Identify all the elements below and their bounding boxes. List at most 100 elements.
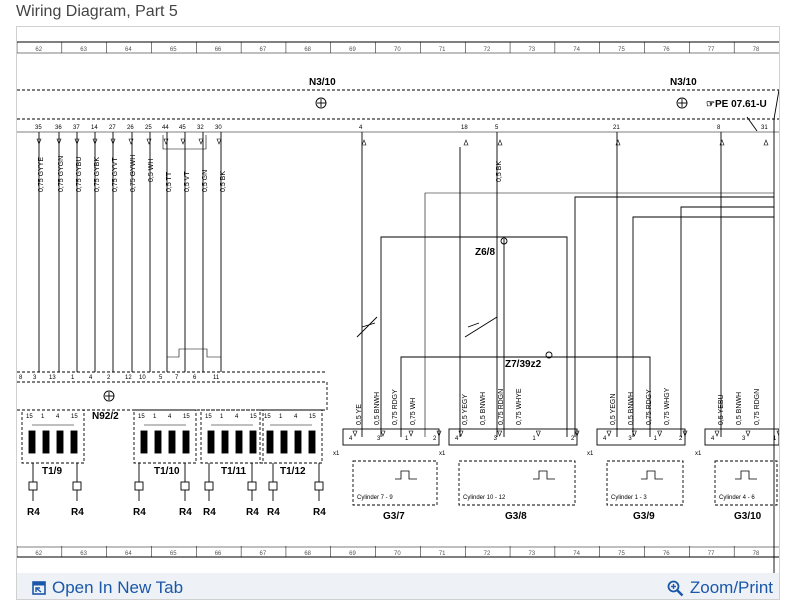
coil-pin-label: 15 xyxy=(71,414,78,420)
pin-arrow-icon xyxy=(216,138,222,145)
spark-plug-label: R4 xyxy=(313,507,326,518)
wire-label: 0,75 GYGN xyxy=(58,156,65,192)
sensor-pin-label: 3 xyxy=(742,436,746,442)
module-pin-label: 21 xyxy=(613,125,620,131)
wire-bundle-left xyxy=(38,132,222,372)
module-pin-label: 4 xyxy=(359,125,363,131)
ruler-number: 75 xyxy=(618,551,625,557)
module-pin-label: 25 xyxy=(145,125,152,131)
ruler-number: 76 xyxy=(663,47,670,53)
n92-pin-label: 2 xyxy=(107,375,111,381)
wire-label: 0,5 VT xyxy=(184,171,191,192)
spark-plug-label: R4 xyxy=(267,507,280,518)
spark-plug-icon xyxy=(204,463,214,501)
wire-label: 0,5 TT xyxy=(166,171,173,192)
sensor-wire-label: 0,75 RDGY xyxy=(646,389,653,425)
ground-symbol-icon xyxy=(676,97,688,109)
sensor-wire-label: 0,5 YEGN xyxy=(610,394,617,425)
module-pin-label: 27 xyxy=(109,125,116,131)
pin-arrow-icon xyxy=(180,138,186,145)
wire-label: 0,5 GN xyxy=(202,170,209,192)
ruler-number: 65 xyxy=(170,551,177,557)
n92-pin-label: 8 xyxy=(19,375,23,381)
ground-symbol-icon xyxy=(315,97,327,109)
ruler-number: 72 xyxy=(484,47,491,53)
ruler-number: 77 xyxy=(708,47,715,53)
coil-pin-label: 4 xyxy=(56,414,60,420)
x1-connector-label: x1 xyxy=(439,451,446,457)
x1-connector-label: x1 xyxy=(695,451,702,457)
ruler-number: 78 xyxy=(753,47,760,53)
module-pin-label: 5 xyxy=(495,125,499,131)
coil-pin-label: 1 xyxy=(279,414,283,420)
sensor-pin-label: 1 xyxy=(654,436,658,442)
sensor-wire-label: 0,75 WHGY xyxy=(664,387,671,425)
spark-plug-label: R4 xyxy=(203,507,216,518)
sensor-pin-label: 3 xyxy=(494,436,498,442)
sensor-wire-label: 0,75 WHYE xyxy=(516,388,523,425)
ruler-number: 63 xyxy=(80,47,87,53)
ruler-number: 71 xyxy=(439,551,446,557)
spark-plug-icon xyxy=(247,463,257,501)
wire-label: 0,75 GYBU xyxy=(76,157,83,192)
zoom-print-label: Zoom/Print xyxy=(689,578,773,597)
ruler-number: 64 xyxy=(125,551,132,557)
n92-pin-label: 3 xyxy=(33,375,37,381)
sensor-pin-label: 1 xyxy=(532,436,536,442)
n3-10-label-left: N3/10 xyxy=(309,77,336,88)
module-pin-label: 14 xyxy=(91,125,98,131)
module-pin-label: 18 xyxy=(461,125,468,131)
coil-pin-label: 1 xyxy=(41,414,45,420)
pin-arrow-icon xyxy=(463,139,469,146)
module-pin-label: 32 xyxy=(197,125,204,131)
spark-plug-label: R4 xyxy=(133,507,146,518)
wire-label: 0,5 WH xyxy=(148,159,155,182)
spark-plug-icon xyxy=(268,463,278,501)
coil-pin-label: 4 xyxy=(168,414,172,420)
sensor-wire-label: 0,5 BNWH xyxy=(628,392,635,425)
x1-connector-label: x1 xyxy=(333,451,340,457)
g3-label: G3/10 xyxy=(734,511,762,522)
sensor-pin-label: 4 xyxy=(349,436,353,442)
sensor-pin-label: 4 xyxy=(455,436,459,442)
coil-pin-label: 15 xyxy=(205,414,212,420)
zoom-print-button[interactable]: Zoom/Print xyxy=(667,578,773,598)
coil-pin-label: 15 xyxy=(26,414,33,420)
ruler-number: 73 xyxy=(528,551,535,557)
module-pin-label: 31 xyxy=(761,125,768,131)
page-title: Wiring Diagram, Part 5 xyxy=(16,3,178,20)
spark-plug-label: R4 xyxy=(71,507,84,518)
cylinder-caption: Cylinder 1 - 3 xyxy=(611,495,647,501)
wire-label: 0,5 BK xyxy=(220,171,227,192)
coil-pin-label: 4 xyxy=(235,414,239,420)
ruler-number: 64 xyxy=(125,47,132,53)
n92-2-label: N92/2 xyxy=(92,411,119,422)
open-new-tab-button[interactable]: Open In New Tab xyxy=(32,578,183,598)
cylinder-caption: Cylinder 10 - 12 xyxy=(463,495,506,501)
ruler-number: 71 xyxy=(439,47,446,53)
coil-label: T1/10 xyxy=(154,466,180,477)
module-pin-label: 35 xyxy=(35,125,42,131)
ruler-number: 62 xyxy=(35,47,42,53)
n3-10-module: N3/10 N3/10 ☞PE 07.61-U xyxy=(17,77,779,573)
ground-symbol-icon xyxy=(103,390,115,402)
spark-plug-label: R4 xyxy=(27,507,40,518)
n92-pin-label: 6 xyxy=(193,375,197,381)
pin-arrow-icon xyxy=(763,139,769,146)
sensor-pin-label: 2 xyxy=(679,436,683,442)
spark-plug-icon xyxy=(180,463,190,501)
sensor-pin-label: 2 xyxy=(433,436,437,442)
n92-pin-label: 7 xyxy=(175,375,179,381)
